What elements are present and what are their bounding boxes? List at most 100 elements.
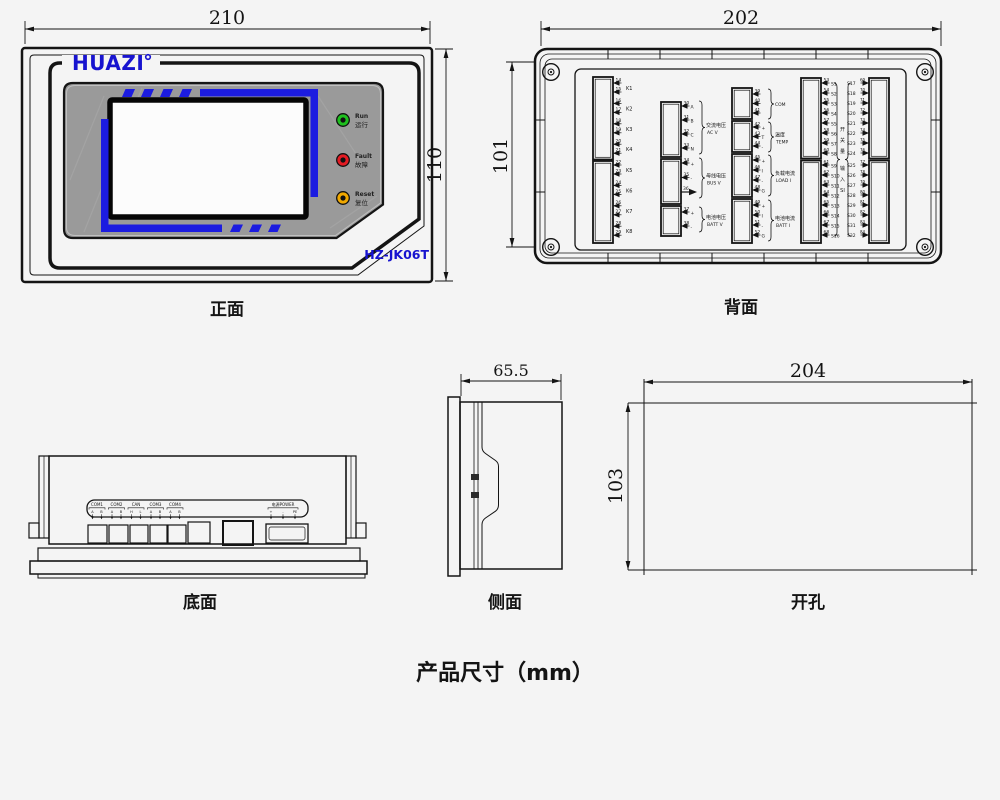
- terminal-number: 84: [860, 229, 866, 234]
- terminal-number: 33: [684, 142, 690, 148]
- terminal-pin: [613, 141, 620, 147]
- arrowhead: [509, 62, 515, 71]
- terminal-pin: [821, 150, 828, 156]
- port-bracket: [267, 507, 299, 510]
- front-width-value: 210: [209, 7, 245, 29]
- terminal-pin: [821, 90, 828, 96]
- terminal-number: 72: [860, 107, 866, 112]
- pin-symbol: A: [691, 105, 695, 111]
- terminal-pin: [613, 109, 620, 116]
- port-pin-arrow: [100, 516, 103, 520]
- terminal-block-inner: [733, 155, 751, 196]
- front-panel-inner-line: [66, 85, 381, 236]
- led-run-label-zh: 运行: [355, 120, 369, 129]
- terminal-number: 62: [824, 169, 830, 175]
- switch-name: S30: [847, 213, 856, 219]
- port-pin-arrow: [110, 516, 114, 520]
- front-blue-decor: [101, 89, 318, 232]
- port-pin-label: PE: [293, 510, 297, 514]
- arrowhead: [644, 379, 653, 385]
- arrowhead: [541, 26, 550, 32]
- terminal-pin: [752, 143, 759, 149]
- front-dim-height: 110: [424, 48, 453, 282]
- front-leds: Run 运行 Fault 故障 Reset 复位: [336, 113, 374, 207]
- port-label-strip: [86, 499, 309, 518]
- back-frame-line2: [544, 58, 932, 254]
- led-run-dot: [340, 117, 346, 123]
- port-name: COM2: [111, 502, 123, 507]
- relay-name: K6: [626, 188, 632, 194]
- bottom-plate: [37, 547, 361, 562]
- switch-name: S9: [831, 164, 837, 170]
- terminal-block-inner: [870, 162, 888, 242]
- terminal-pin: [862, 212, 869, 218]
- switch-name: S8: [831, 152, 837, 158]
- connector-block: [129, 524, 149, 544]
- relay-name: K2: [626, 106, 632, 112]
- switch-center-char: 开: [840, 127, 845, 133]
- brace: [767, 154, 775, 197]
- terminal-number: 39: [755, 88, 761, 94]
- switch-name: S2: [831, 92, 837, 98]
- terminal-number: 44: [755, 140, 761, 146]
- switch-center-char: 入: [840, 177, 845, 183]
- screw: [916, 237, 935, 256]
- switch-center-char: SI: [840, 188, 845, 194]
- terminal-block: [731, 198, 753, 244]
- terminal-pin: [752, 100, 759, 107]
- bottom-bezel: [29, 560, 368, 575]
- terminal-pin: [821, 120, 828, 126]
- terminal-block: [731, 87, 753, 120]
- switch-name: S23: [847, 141, 856, 147]
- terminal-pin: [862, 90, 869, 96]
- terminal-number: 31: [684, 114, 690, 120]
- arrowhead: [552, 378, 561, 384]
- terminal-number: 27: [616, 209, 622, 215]
- terminal-number: 52: [755, 229, 761, 235]
- cutout-width-value: 204: [790, 360, 826, 382]
- connector-block: [108, 524, 129, 544]
- terminal-pin: [613, 121, 620, 127]
- terminal-pin: [821, 130, 828, 136]
- group-label-en: BATT V: [707, 222, 724, 228]
- port-pin-arrow: [169, 516, 172, 520]
- group-label-zh: 温度: [775, 132, 785, 139]
- port-pin-label: H: [130, 510, 133, 514]
- arrowhead: [509, 238, 515, 247]
- terminal-pin: [862, 192, 869, 198]
- connector-block: [187, 521, 211, 544]
- terminal-block-inner: [594, 162, 612, 242]
- terminal-number: 81: [860, 199, 866, 204]
- terminal-block-inner: [733, 122, 751, 151]
- terminal-pin: [862, 182, 869, 188]
- terminal-number: 74: [860, 127, 866, 132]
- pin-symbol: G: [762, 189, 766, 195]
- pin-symbol: -: [691, 226, 693, 231]
- port-pin-label: B: [159, 510, 162, 514]
- switch-name: S29: [847, 203, 856, 209]
- terminal-block: [800, 159, 822, 244]
- port-bracket: [127, 507, 145, 510]
- terminal-number: 29: [616, 230, 622, 236]
- pin-symbol: I: [762, 169, 763, 175]
- switch-name: S13: [831, 204, 840, 210]
- terminal-block: [660, 158, 682, 205]
- terminal-number: 76: [860, 147, 866, 152]
- panel-texture: [69, 95, 105, 181]
- led-fault-label-en: Fault: [355, 153, 372, 160]
- terminal-pin: [613, 130, 620, 136]
- terminal-number: 64: [824, 189, 830, 195]
- pin-symbol: -: [762, 180, 764, 185]
- terminal-number: 83: [860, 219, 866, 224]
- terminal-pin: [862, 130, 869, 136]
- terminal-pin: [862, 100, 869, 106]
- terminal-number: 59: [824, 137, 830, 143]
- terminal-pin: [613, 150, 620, 156]
- side-clip-slot: [471, 492, 479, 498]
- terminal-pin: [821, 110, 828, 116]
- connector-block: [167, 524, 187, 544]
- terminal-number: 23: [616, 168, 622, 174]
- terminal-pin: [821, 172, 828, 178]
- terminal-block: [592, 76, 614, 161]
- screw: [542, 63, 561, 82]
